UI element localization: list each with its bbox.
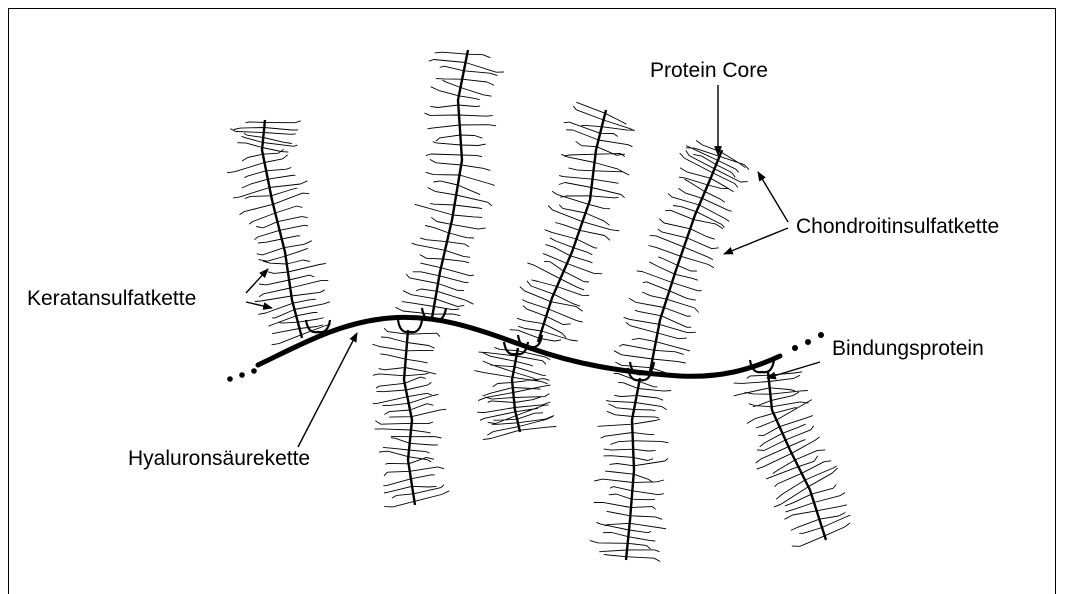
keratan-arrow-upper — [246, 269, 268, 293]
chain-continuation-dot — [251, 368, 257, 374]
label-protein-core: Protein Core — [650, 59, 768, 82]
chain-continuation-dot — [792, 345, 798, 351]
annotation-arrows — [246, 85, 820, 447]
bindungsprotein-arrow — [767, 362, 820, 378]
glycosaminoglycan-side-chains — [614, 140, 749, 375]
chain-continuation-dot — [227, 376, 233, 382]
glycosaminoglycan-side-chains — [396, 52, 504, 315]
link-protein — [398, 320, 422, 332]
label-keratansulfatkette: Keratansulfatkette — [27, 287, 196, 310]
proteoglycan-monomers — [227, 50, 850, 562]
protein-core-line — [650, 150, 722, 372]
monomer-3 — [510, 102, 635, 347]
label-bindungsprotein: Bindungsprotein — [832, 337, 984, 360]
chain-continuation-dot — [239, 372, 245, 378]
monomer-1 — [227, 120, 331, 345]
monomer-5 — [372, 320, 449, 507]
protein-core-line — [626, 378, 640, 560]
chain-continuation-dot — [818, 332, 824, 338]
chondroitin-arrow-upper — [758, 172, 788, 222]
label-chondroitinsulfatkette: Chondroitinsulfatkette — [796, 215, 999, 238]
label-hyaluronsaeurekette: Hyaluronsäurekette — [128, 447, 310, 470]
chain-continuation-dot — [805, 339, 811, 345]
glycosaminoglycan-side-chains — [474, 347, 556, 439]
monomer-2 — [396, 50, 504, 320]
monomer-4 — [614, 140, 749, 375]
protein-core-line — [262, 120, 302, 338]
monomer-6 — [474, 342, 556, 440]
glycosaminoglycan-side-chains — [227, 121, 331, 345]
monomer-8 — [734, 360, 851, 546]
keratan-arrow-lower — [246, 302, 272, 308]
monomer-7 — [590, 368, 671, 562]
glycosaminoglycan-side-chains — [510, 102, 635, 341]
protein-core-line — [538, 110, 606, 342]
glycosaminoglycan-side-chains — [590, 373, 671, 561]
glycosaminoglycan-side-chains — [734, 372, 851, 547]
hyaluron-arrow — [298, 333, 357, 447]
chondroitin-arrow-lower — [724, 228, 788, 254]
